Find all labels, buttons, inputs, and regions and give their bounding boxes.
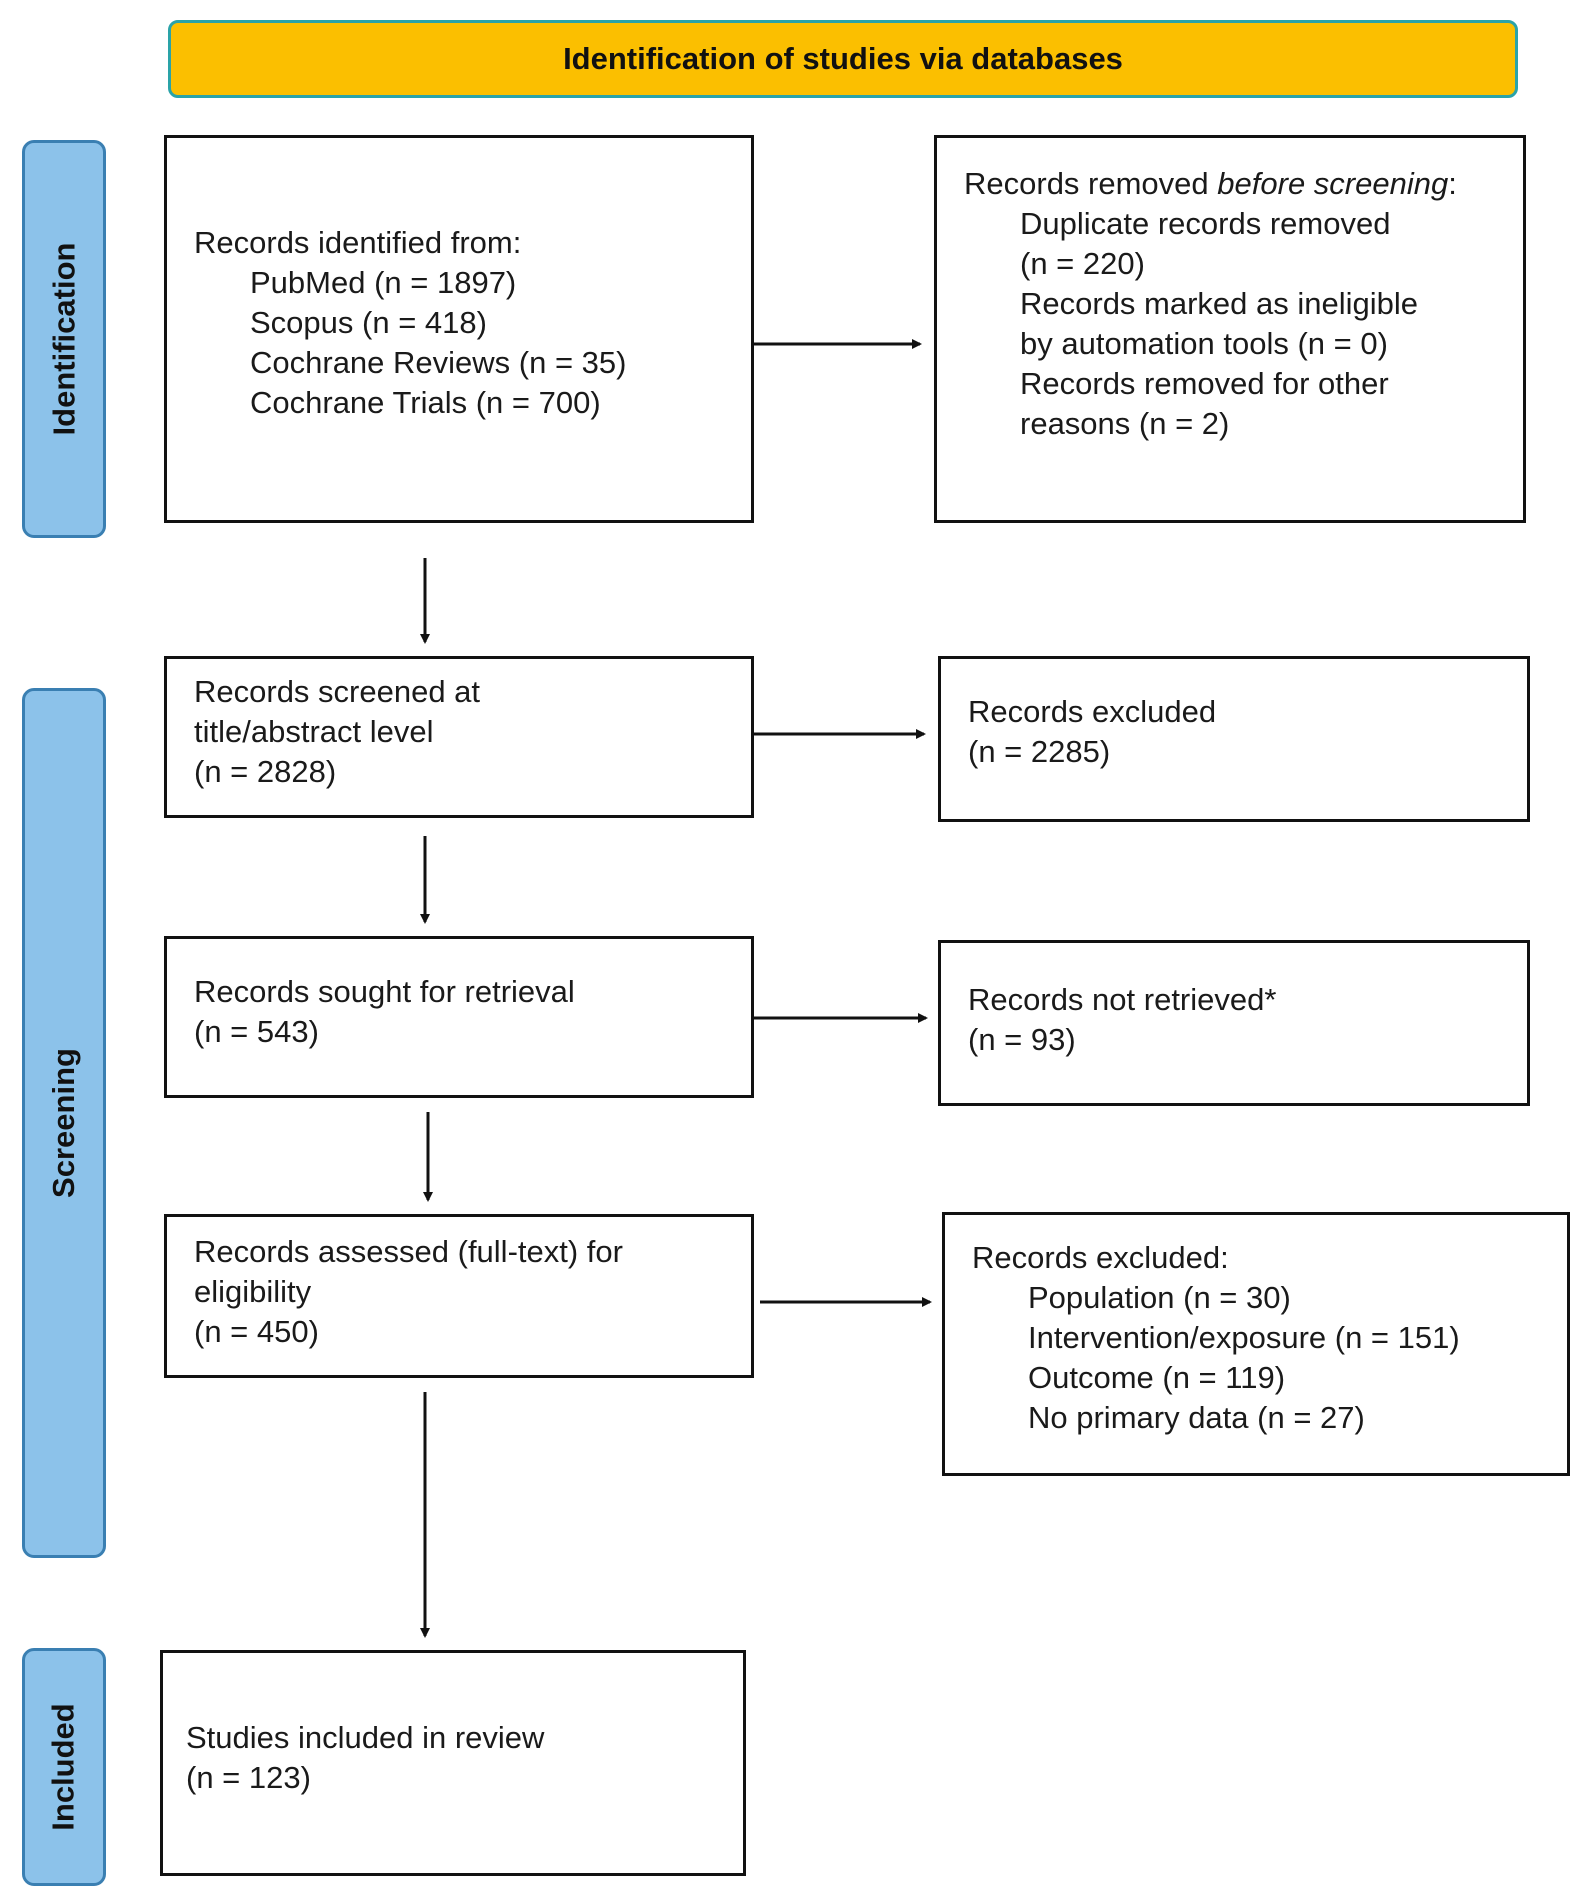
excluded-population: Population (n = 30) (1028, 1280, 1291, 1315)
removed-other: Records removed for other (1020, 366, 1389, 401)
removed-duplicates: Duplicate records removed (1020, 206, 1391, 241)
records-not-retrieved-label: Records not retrieved* (968, 982, 1277, 1017)
records-removed-heading: Records removed before screening: (964, 166, 1457, 201)
records-sought-text: Records sought for retrieval (n = 543) (194, 972, 575, 1052)
studies-included-box (160, 1650, 746, 1876)
records-excluded-label: Records excluded (968, 694, 1217, 729)
records-identified-box (164, 135, 754, 523)
phase-included: Included (22, 1648, 106, 1886)
source-scopus: Scopus (n = 418) (250, 305, 487, 340)
removed-other-count: reasons (n = 2) (1020, 406, 1230, 441)
records-excluded-text: Records excluded (n = 2285) (968, 692, 1216, 772)
records-assessed-text: Records assessed (full-text) for eligibi… (194, 1232, 623, 1352)
studies-included-text: Studies included in review (n = 123) (186, 1718, 544, 1798)
removed-ineligible-count: by automation tools (n = 0) (1020, 326, 1388, 361)
removed-duplicates-count: (n = 220) (1020, 246, 1145, 281)
records-assessed-line2: eligibility (194, 1274, 312, 1309)
records-excluded-reasons-box (942, 1212, 1570, 1476)
records-screened-line2: title/abstract level (194, 714, 434, 749)
records-excluded-count: (n = 2285) (968, 734, 1111, 769)
records-identified-text: Records identified from: PubMed (n = 189… (194, 223, 626, 423)
records-identified-heading: Records identified from: (194, 225, 522, 260)
excluded-outcome: Outcome (n = 119) (1028, 1360, 1286, 1395)
records-sought-label: Records sought for retrieval (194, 974, 575, 1009)
records-not-retrieved-count: (n = 93) (968, 1022, 1076, 1057)
phase-screening: Screening (22, 688, 106, 1558)
records-screened-text: Records screened at title/abstract level… (194, 672, 480, 792)
records-screened-line1: Records screened at (194, 674, 481, 709)
records-sought-count: (n = 543) (194, 1014, 319, 1049)
studies-included-count: (n = 123) (186, 1760, 311, 1795)
excluded-no-primary-data: No primary data (n = 27) (1028, 1400, 1365, 1435)
records-excluded-box (938, 656, 1530, 822)
records-removed-text: Records removed before screening: Duplic… (964, 164, 1457, 444)
records-excluded-reasons-text: Records excluded: Population (n = 30) In… (972, 1238, 1460, 1438)
records-excluded-reasons-heading: Records excluded: (972, 1240, 1229, 1275)
source-cochrane-trials: Cochrane Trials (n = 700) (250, 385, 601, 420)
records-not-retrieved-text: Records not retrieved* (n = 93) (968, 980, 1276, 1060)
banner-title: Identification of studies via databases (563, 41, 1123, 76)
source-pubmed: PubMed (n = 1897) (250, 265, 517, 300)
records-sought-box (164, 936, 754, 1098)
records-removed-box (934, 135, 1526, 523)
studies-included-label: Studies included in review (186, 1720, 545, 1755)
header-banner: Identification of studies via databases (168, 20, 1518, 98)
records-assessed-count: (n = 450) (194, 1314, 319, 1349)
records-assessed-box (164, 1214, 754, 1378)
excluded-intervention: Intervention/exposure (n = 151) (1028, 1320, 1460, 1355)
records-assessed-line1: Records assessed (full-text) for (194, 1234, 623, 1269)
removed-ineligible: Records marked as ineligible (1020, 286, 1419, 321)
phase-identification: Identification (22, 140, 106, 538)
records-screened-box (164, 656, 754, 818)
records-screened-count: (n = 2828) (194, 754, 337, 789)
source-cochrane-reviews: Cochrane Reviews (n = 35) (250, 345, 627, 380)
records-not-retrieved-box (938, 940, 1530, 1106)
